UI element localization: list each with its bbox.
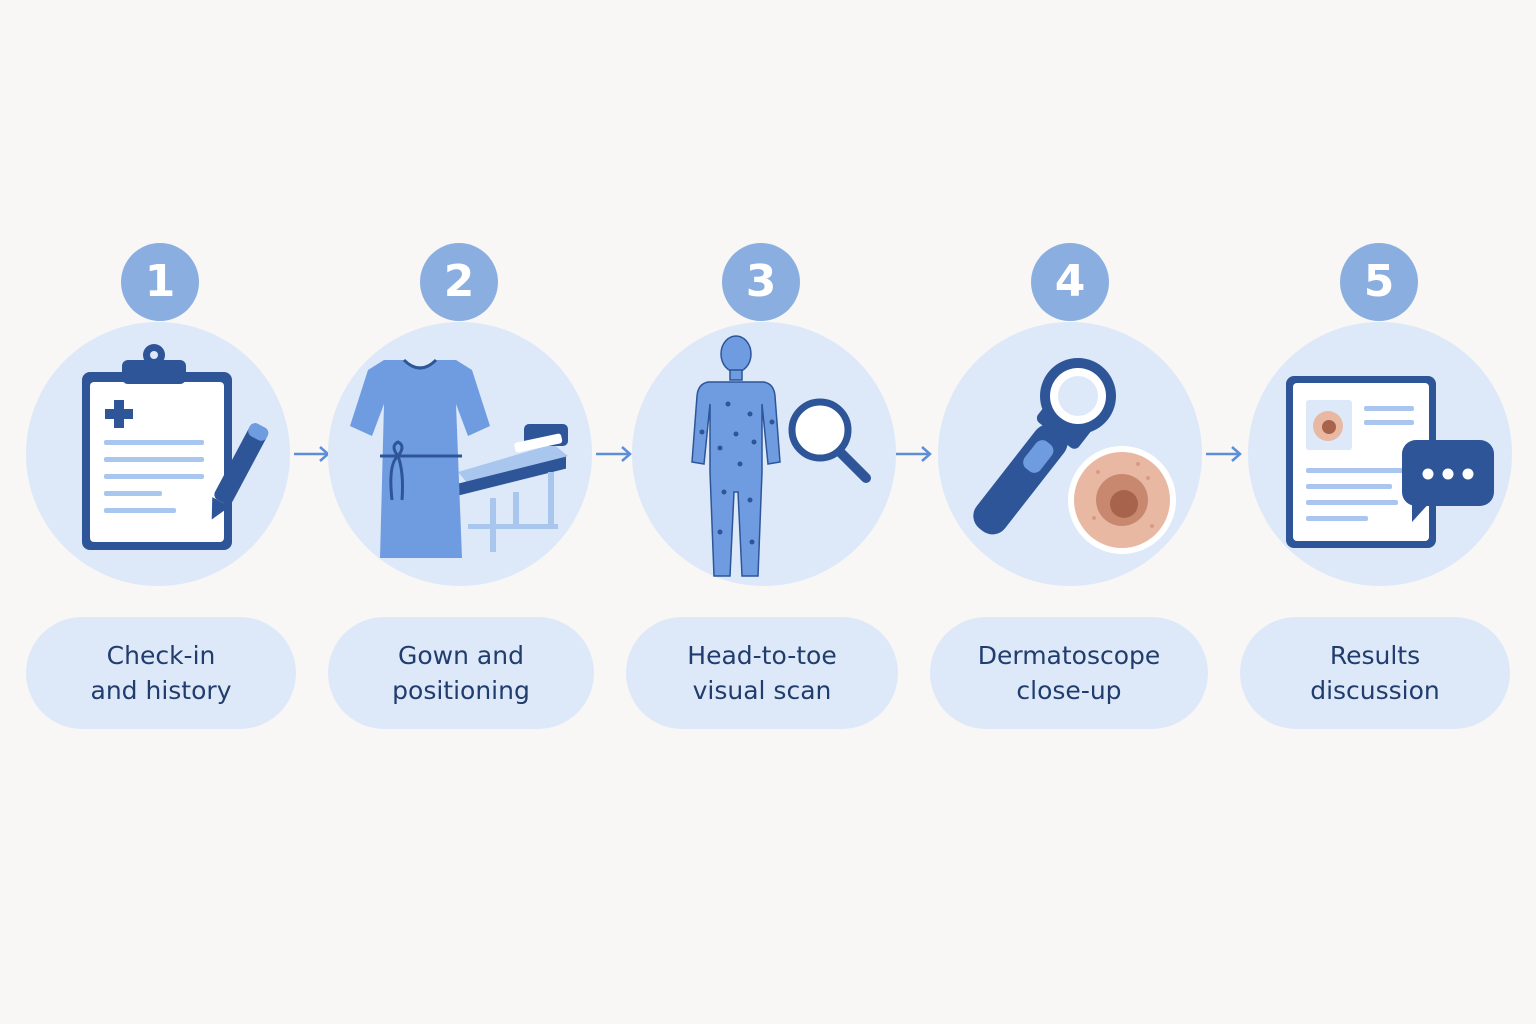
step-4-label-pill: Dermatoscope close-up bbox=[930, 617, 1208, 729]
step-3-label-pill: Head-to-toe visual scan bbox=[626, 617, 898, 729]
step-2-label-pill: Gown and positioning bbox=[328, 617, 594, 729]
gown-and-exam-table-icon bbox=[350, 358, 568, 558]
step-5-circle bbox=[1248, 322, 1512, 586]
step-1-number-badge: 1 bbox=[121, 243, 199, 321]
chat-bubble-icon bbox=[1402, 440, 1494, 522]
arrow-right-icon bbox=[896, 446, 932, 462]
step-5-label-pill: Results discussion bbox=[1240, 617, 1510, 729]
arrow-right-icon bbox=[294, 446, 330, 462]
step-3-label: Head-to-toe visual scan bbox=[687, 641, 837, 705]
step-2-label: Gown and positioning bbox=[392, 641, 530, 705]
step-5-number-badge: 5 bbox=[1340, 243, 1418, 321]
dermatoscope-icon bbox=[973, 358, 1176, 554]
step-3-number-badge: 3 bbox=[722, 243, 800, 321]
step-1-label-pill: Check-in and history bbox=[26, 617, 296, 729]
step-4-label: Dermatoscope close-up bbox=[977, 641, 1161, 705]
clipboard-icon bbox=[82, 344, 269, 550]
step-2-circle bbox=[328, 322, 592, 586]
step-1-circle bbox=[26, 322, 290, 586]
arrow-right-icon bbox=[596, 446, 632, 462]
step-5-label: Results discussion bbox=[1310, 641, 1440, 705]
step-4-circle bbox=[938, 322, 1202, 586]
report-chat-icon bbox=[1286, 376, 1494, 548]
arrow-right-icon bbox=[1206, 446, 1242, 462]
step-1-label: Check-in and history bbox=[90, 641, 232, 705]
body-scan-icon bbox=[691, 335, 871, 577]
step-2-number-badge: 2 bbox=[420, 243, 498, 321]
step-3-circle bbox=[632, 322, 896, 586]
step-4-number-badge: 4 bbox=[1031, 243, 1109, 321]
